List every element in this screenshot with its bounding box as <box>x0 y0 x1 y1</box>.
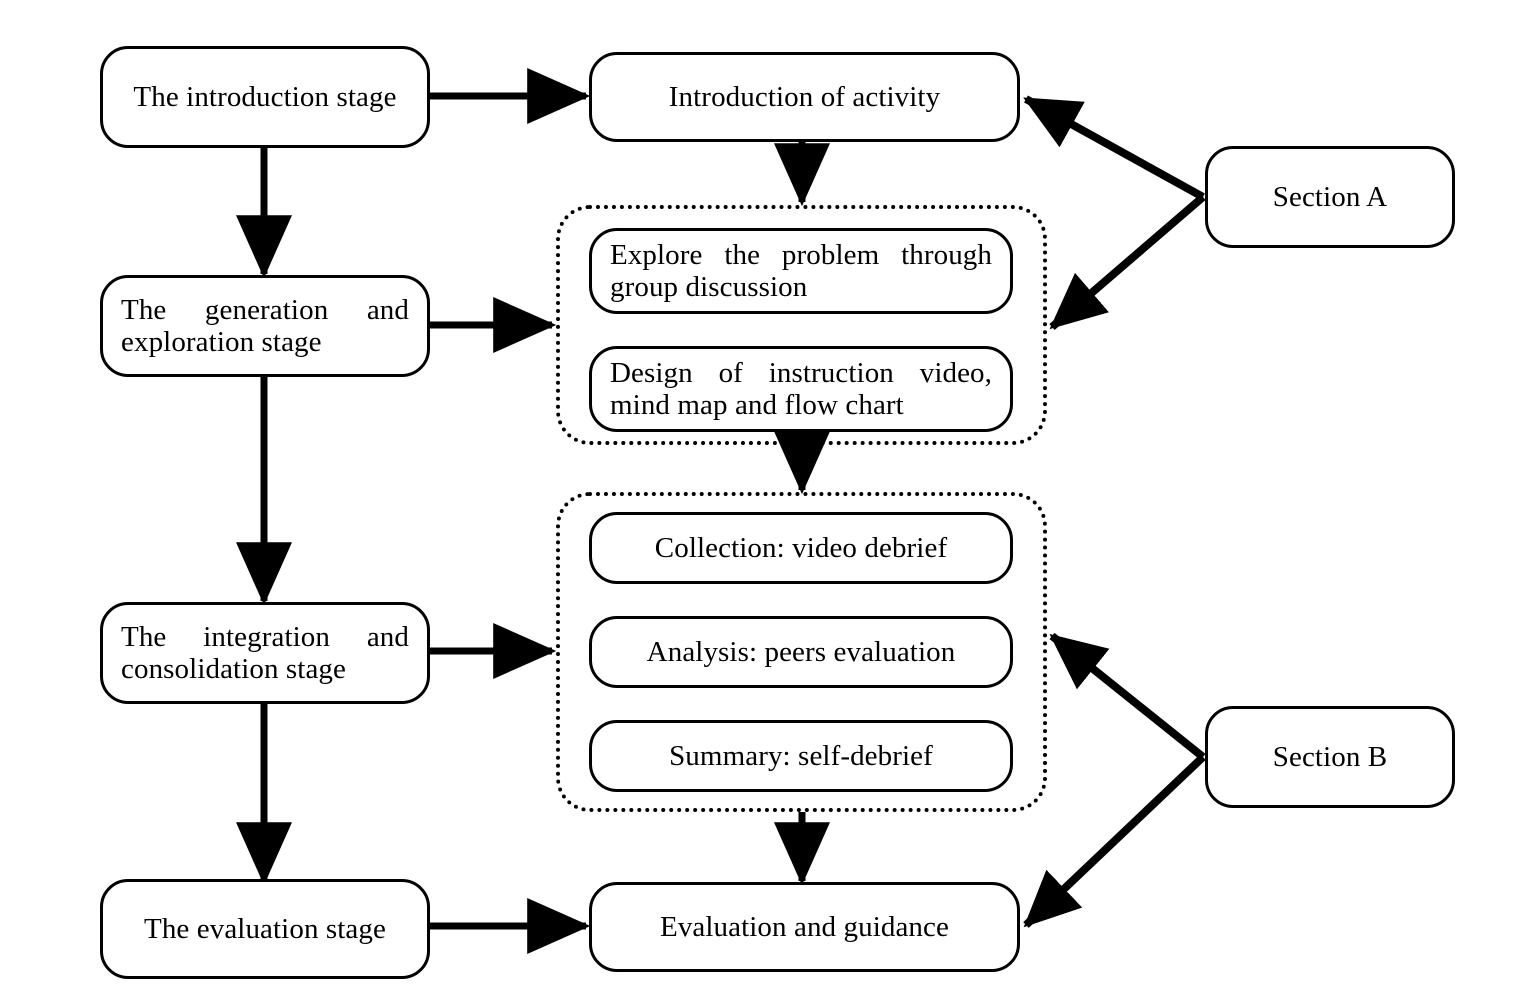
node-summary-self-debrief-label: Summary: self-debrief <box>669 739 933 772</box>
node-evaluation-and-guidance[interactable]: Evaluation and guidance <box>589 882 1020 972</box>
node-introduction-stage[interactable]: The introduction stage <box>100 46 430 148</box>
connector-section-a-to-intro-activity <box>1023 95 1205 201</box>
node-design-of-instruction-video-label: Design of instruction video, mind map an… <box>610 356 992 421</box>
node-generation-exploration-stage[interactable]: The generation and exploration stage <box>100 275 430 377</box>
node-analysis-peers-evaluation-label: Analysis: peers evaluation <box>646 635 956 668</box>
connector-section-a-to-group-exploration <box>1049 193 1206 331</box>
node-evaluation-and-guidance-label: Evaluation and guidance <box>660 910 949 943</box>
node-summary-self-debrief[interactable]: Summary: self-debrief <box>589 720 1013 792</box>
node-section-b-label: Section B <box>1272 740 1388 773</box>
group-exploration-container <box>556 205 1047 445</box>
node-generation-exploration-stage-label: The generation and exploration stage <box>121 293 409 358</box>
node-section-a[interactable]: Section A <box>1205 146 1455 248</box>
node-explore-the-problem-label: Explore the problem through group discus… <box>610 238 992 303</box>
node-evaluation-stage-label: The evaluation stage <box>144 912 386 945</box>
node-introduction-of-activity-label: Introduction of activity <box>668 80 941 113</box>
node-collection-video-debrief[interactable]: Collection: video debrief <box>589 512 1013 584</box>
connector-section-b-to-evaluation-guidance <box>1023 754 1206 928</box>
connector-section-b-to-group-consolidation <box>1049 632 1206 761</box>
node-section-a-label: Section A <box>1272 180 1388 213</box>
group-consolidation-container <box>556 492 1047 812</box>
node-introduction-of-activity[interactable]: Introduction of activity <box>589 52 1020 142</box>
node-integration-consolidation-stage-label: The integration and consolidation stage <box>121 620 409 685</box>
node-section-b[interactable]: Section B <box>1205 706 1455 808</box>
node-design-of-instruction-video[interactable]: Design of instruction video, mind map an… <box>589 346 1013 432</box>
node-evaluation-stage[interactable]: The evaluation stage <box>100 879 430 979</box>
node-collection-video-debrief-label: Collection: video debrief <box>654 531 948 564</box>
node-introduction-stage-label: The introduction stage <box>133 80 397 113</box>
node-explore-the-problem[interactable]: Explore the problem through group discus… <box>589 228 1013 314</box>
node-analysis-peers-evaluation[interactable]: Analysis: peers evaluation <box>589 616 1013 688</box>
node-integration-consolidation-stage[interactable]: The integration and consolidation stage <box>100 602 430 704</box>
